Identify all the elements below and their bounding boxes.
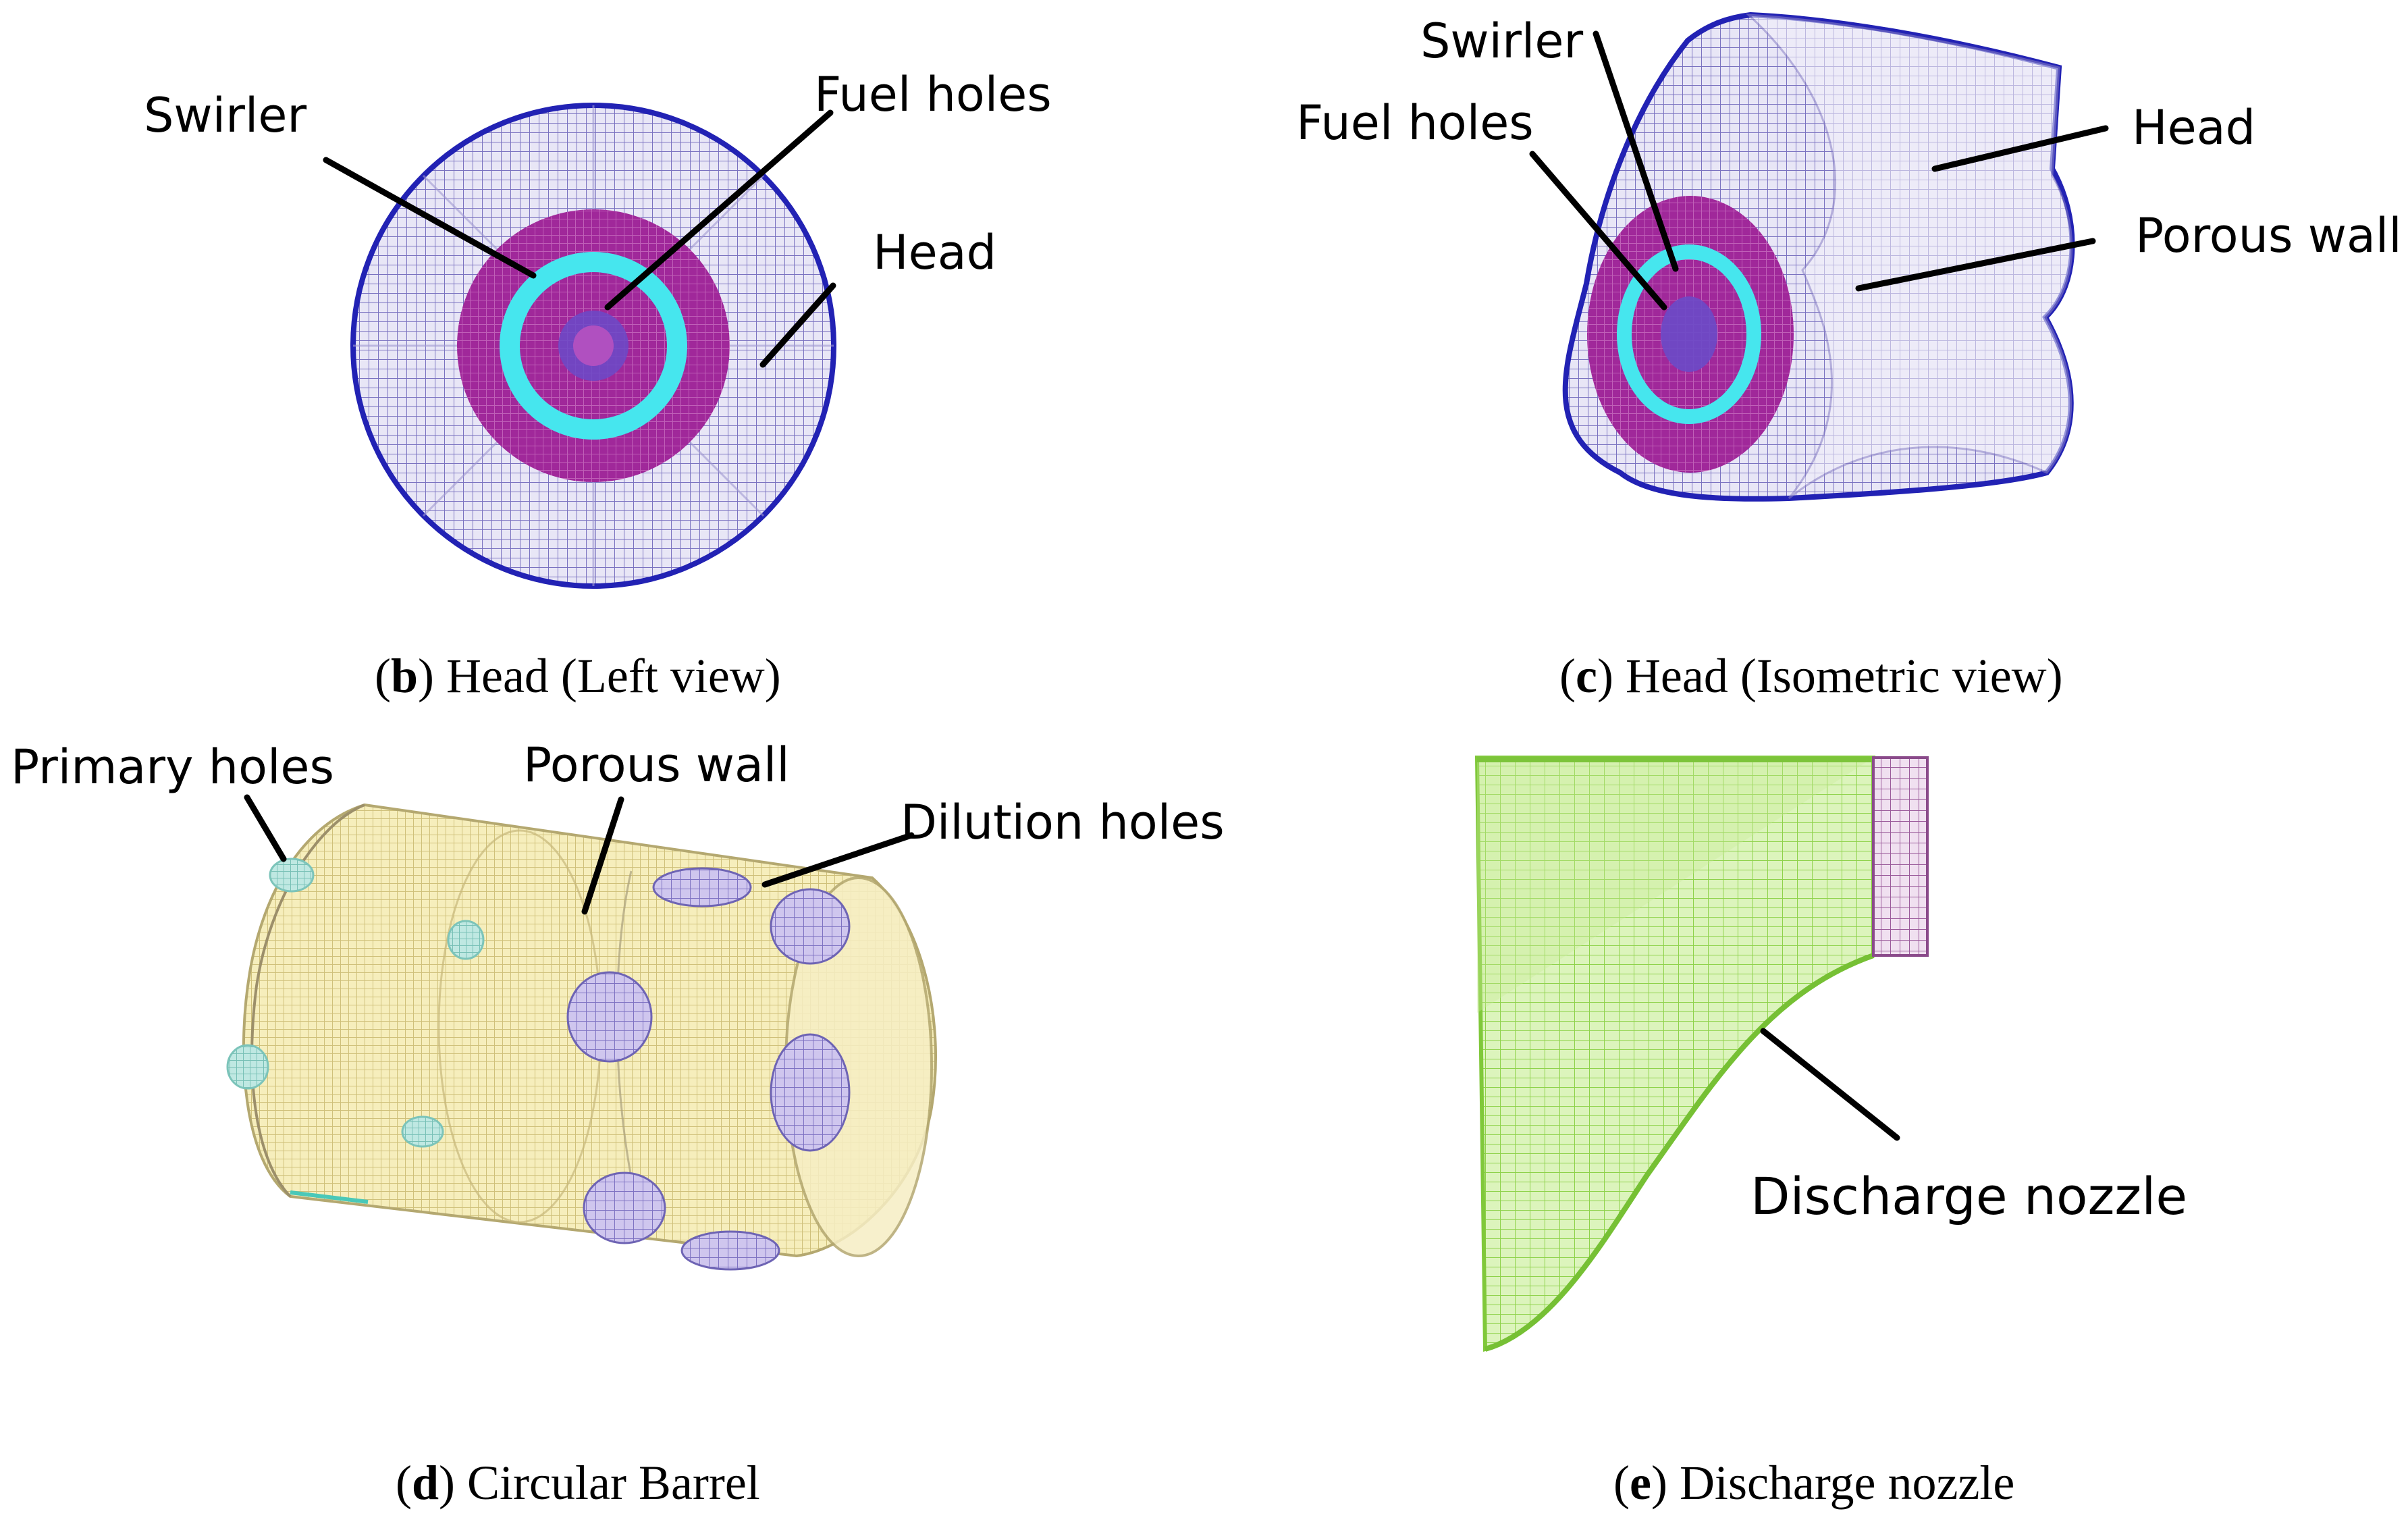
primary-holes	[226, 858, 485, 1148]
caption-d: (d) Circular Barrel	[396, 1456, 760, 1510]
label-discharge-nozzle: Discharge nozzle	[1750, 1166, 2187, 1226]
leaders-d	[244, 794, 915, 915]
head-disc-left	[350, 103, 836, 589]
leaders-c	[1529, 30, 2109, 311]
label-head-b: Head	[873, 225, 996, 280]
nozzle-mesh	[1474, 756, 1875, 1352]
label-swirler-b: Swirler	[144, 88, 306, 143]
label-primary-holes: Primary holes	[11, 739, 334, 795]
label-swirler-c: Swirler	[1420, 14, 1583, 69]
label-porous-wall-d: Porous wall	[523, 737, 790, 793]
nozzle-throat	[1872, 756, 1929, 957]
panel-e-discharge-nozzle: Discharge nozzle (e) Discharge nozzle	[1474, 756, 2187, 1510]
label-dilution-holes: Dilution holes	[901, 795, 1225, 850]
leader-e	[1760, 1028, 1900, 1141]
swirler-ring-b	[500, 252, 687, 440]
caption-e: (e) Discharge nozzle	[1613, 1456, 2014, 1510]
head-dome-isometric	[1562, 11, 2075, 502]
panel-d-circular-barrel: Primary holes Porous wall Dilution holes…	[11, 737, 1225, 1510]
swirler-ring-c	[1617, 244, 1761, 424]
fuel-holes-c	[1661, 296, 1717, 372]
label-fuel-holes-c: Fuel holes	[1296, 95, 1534, 151]
panel-c-head-isometric-view: Swirler Fuel holes Head Porous wall (c) …	[1296, 11, 2402, 703]
caption-c: (c) Head (Isometric view)	[1559, 649, 2063, 703]
label-head-c: Head	[2132, 100, 2255, 155]
leaders-b	[323, 109, 836, 368]
label-porous-wall-c: Porous wall	[2135, 208, 2402, 263]
panel-b-head-left-view: Swirler Fuel holes Head (b) Head (Left v…	[144, 67, 1052, 703]
dilution-holes	[566, 867, 851, 1271]
label-fuel-holes-b: Fuel holes	[814, 67, 1052, 122]
caption-b: (b) Head (Left view)	[375, 649, 781, 703]
